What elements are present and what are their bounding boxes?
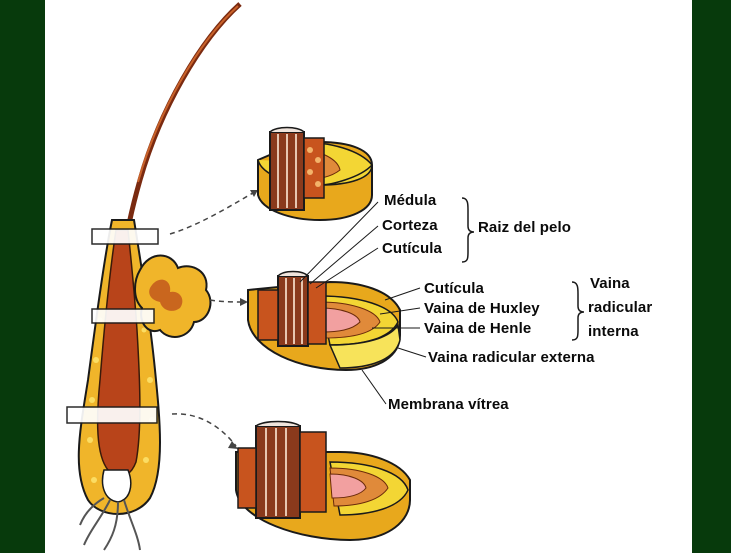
- label-vaina-de-huxley: Vaina de Huxley: [424, 301, 540, 316]
- section-bottom: [236, 422, 410, 541]
- label-cuticula-raiz: Cutícula: [382, 241, 442, 256]
- section-marker-bottom: [67, 407, 157, 423]
- label-interna: interna: [588, 324, 639, 339]
- label-radicular: radicular: [588, 300, 652, 315]
- label-membrana-vitrea: Membrana vítrea: [388, 397, 509, 412]
- brace-raiz: [462, 198, 474, 262]
- section-marker-middle: [92, 309, 154, 323]
- brace-vaina: [572, 282, 584, 340]
- label-raiz-del-pelo: Raiz del pelo: [478, 220, 571, 235]
- label-corteza: Corteza: [382, 218, 438, 233]
- section-middle: [248, 272, 400, 371]
- label-vaina: Vaina: [590, 276, 630, 291]
- label-cuticula-vaina: Cutícula: [424, 281, 484, 296]
- section-top: [258, 128, 372, 221]
- label-vaina-radicular-externa: Vaina radicular externa: [428, 350, 595, 365]
- label-vaina-de-henle: Vaina de Henle: [424, 321, 531, 336]
- section-marker-top: [92, 229, 158, 244]
- label-medula: Médula: [384, 193, 436, 208]
- hair-shaft: [124, 4, 240, 260]
